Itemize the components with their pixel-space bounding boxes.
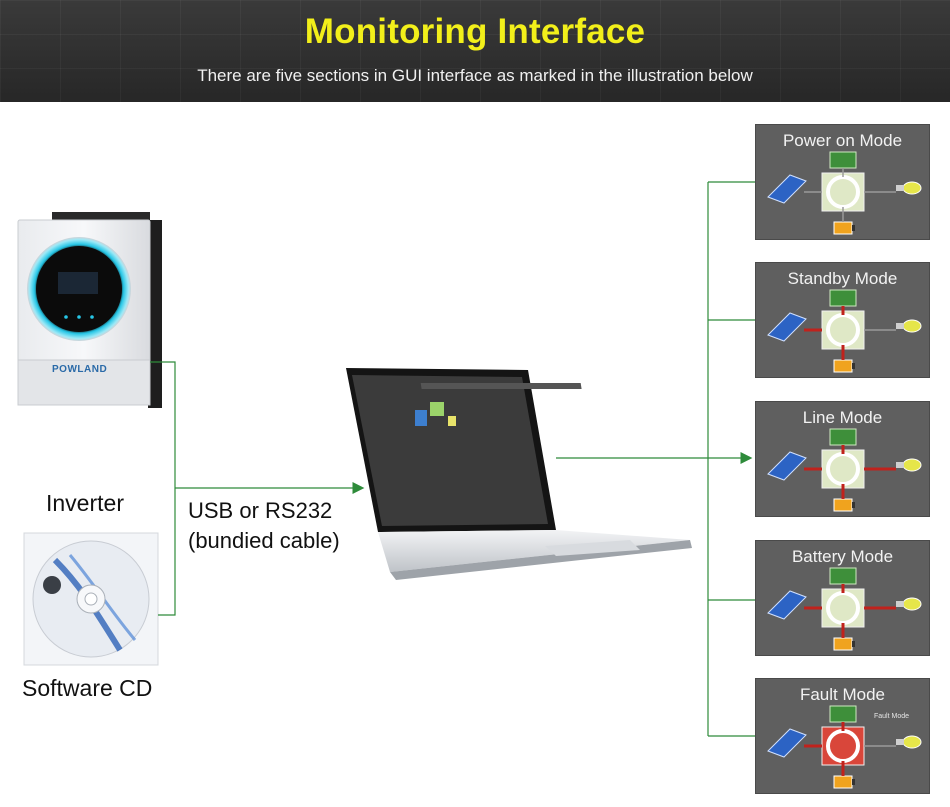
solar-panel-icon [767,174,807,204]
mode-flow-diagram [767,567,922,651]
solar-panel-icon [767,590,807,620]
bulb-icon [902,735,922,749]
bulb-icon [902,458,922,472]
mode-flow-diagram [767,428,922,512]
cable-label-line1: USB or RS232 [188,498,333,523]
mode-panel-standby: Standby Mode [755,262,930,378]
battery-icon [833,221,853,235]
bulb-icon [902,319,922,333]
cd-label: Software CD [22,675,153,701]
mode-flow-diagram [767,151,922,235]
laptop [346,368,692,580]
inverter-device [17,212,162,408]
grid-icon [829,151,857,169]
mode-title: Standby Mode [787,269,898,288]
mode-panel-power-on: Power on Mode [755,124,930,240]
mode-title: Line Mode [802,408,883,427]
mode-title: Power on Mode [782,131,903,150]
page-subtitle: There are five sections in GUI interface… [197,66,753,85]
inverter-label: Inverter [46,490,124,516]
grid-icon [829,428,857,446]
solar-panel-icon [767,451,807,481]
software-cd [23,532,159,666]
grid-icon [829,705,857,723]
bulb-icon [902,181,922,195]
mode-flow-diagram [767,289,922,373]
mode-title: Fault Mode [799,685,886,704]
mode-title: Battery Mode [791,547,894,566]
fault-tag: Fault Mode [874,713,910,720]
battery-icon [833,775,853,789]
inverter-brand: POWLAND [52,364,108,375]
battery-icon [833,637,853,651]
solar-panel-icon [767,728,807,758]
grid-icon [829,567,857,585]
mode-panel-line: Line Mode [755,401,930,517]
solar-panel-icon [767,312,807,342]
mode-panel-battery: Battery Mode [755,540,930,656]
battery-icon [833,359,853,373]
mode-flow-diagram [767,705,922,789]
battery-icon [833,498,853,512]
header-banner: Monitoring Interface There are five sect… [0,0,950,102]
page-title: Monitoring Interface [304,12,646,51]
bulb-icon [902,597,922,611]
cable-label-line2: (bundied cable) [188,528,340,553]
grid-icon [829,289,857,307]
